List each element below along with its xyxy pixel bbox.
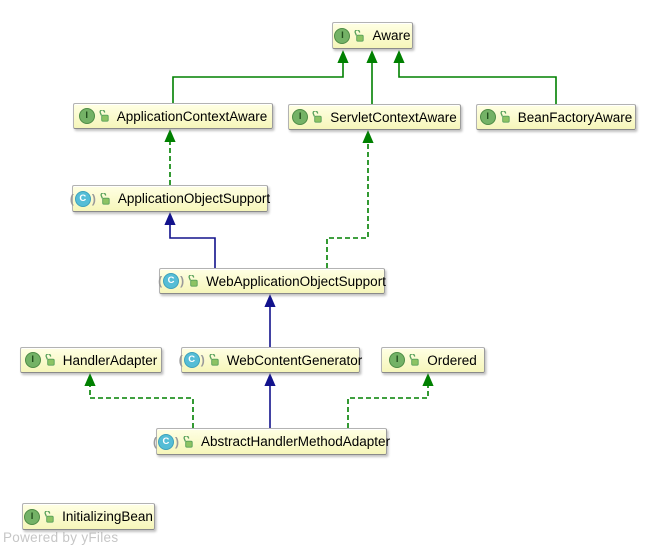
interface-icon: I [479, 109, 496, 125]
interface-icon: I [334, 27, 351, 44]
open-lock-icon [188, 275, 198, 287]
node-web-application-object-support[interactable]: (C) WebApplicationObjectSupport [158, 268, 386, 294]
open-lock-icon [354, 29, 365, 42]
node-label: ServletContextAware [330, 109, 457, 125]
open-lock-icon [500, 111, 510, 123]
node-label: WebApplicationObjectSupport [206, 273, 386, 289]
abstract-class-icon: (C) [152, 433, 179, 450]
node-label: BeanFactoryAware [517, 109, 633, 125]
arrowhead-extends-aware-left [337, 50, 349, 63]
abstract-class-icon: (C) [69, 190, 96, 207]
arrowhead-extends-applicationobjectsupport [164, 212, 176, 225]
node-bean-factory-aware[interactable]: I BeanFactoryAware [476, 104, 636, 130]
edge-applicationcontextaware-extends-aware [172, 62, 344, 103]
node-handler-adapter[interactable]: I HandlerAdapter [20, 347, 162, 373]
edge-webapplicationobjectsupport-extends-applicationobjectsupport [169, 225, 216, 268]
node-web-content-generator[interactable]: (C) WebContentGenerator [178, 347, 363, 373]
abstract-class-icon: (C) [158, 273, 185, 289]
node-abstract-handler-method-adapter[interactable]: (C) AbstractHandlerMethodAdapter [152, 428, 391, 455]
node-application-object-support[interactable]: (C) ApplicationObjectSupport [69, 185, 271, 212]
arrowhead-extends-aware-middle [366, 50, 378, 63]
node-label: AbstractHandlerMethodAdapter [200, 434, 391, 449]
open-lock-icon [45, 354, 55, 366]
edge-webapplicationobjectsupport-implements-servletcontextaware [326, 143, 369, 268]
node-aware[interactable]: I Aware [332, 22, 413, 49]
arrowhead-extends-webapplicationobjectsupport [264, 294, 276, 307]
edge-abstracthandlermethodadapter-implements-ordered [347, 386, 429, 428]
node-label: WebContentGenerator [226, 352, 363, 368]
node-label: Aware [372, 28, 411, 43]
open-lock-icon [44, 510, 54, 523]
interface-icon: I [78, 108, 95, 124]
node-label: ApplicationContextAware [116, 108, 268, 124]
interface-icon: I [389, 352, 406, 368]
node-servlet-context-aware[interactable]: I ServletContextAware [288, 104, 461, 130]
arrowhead-extends-aware-right [393, 50, 405, 63]
edge-abstracthandlermethodadapter-implements-handleradapter [89, 386, 194, 428]
open-lock-icon [409, 354, 419, 366]
edge-beanfactoryaware-extends-aware [398, 62, 557, 104]
node-label: InitializingBean [62, 509, 153, 524]
node-label: Ordered [427, 352, 477, 368]
node-application-context-aware[interactable]: I ApplicationContextAware [73, 103, 273, 129]
node-label: HandlerAdapter [62, 352, 158, 368]
arrowhead-implements-ordered [422, 373, 434, 386]
arrowhead-implements-servletcontextaware [362, 130, 374, 143]
open-lock-icon [312, 111, 322, 123]
interface-icon: I [24, 508, 41, 525]
open-lock-icon [100, 192, 110, 205]
open-lock-icon [209, 354, 219, 366]
open-lock-icon [183, 435, 193, 448]
node-ordered[interactable]: I Ordered [381, 347, 485, 373]
node-initializing-bean[interactable]: I InitializingBean [22, 503, 155, 530]
yfiles-watermark: Powered by yFiles [3, 530, 119, 545]
interface-icon: I [24, 352, 41, 368]
arrowhead-implements-applicationcontextaware [164, 129, 176, 142]
open-lock-icon [99, 110, 109, 122]
arrowhead-extends-webcontentgenerator [264, 373, 276, 386]
arrowhead-implements-handleradapter [84, 373, 96, 386]
node-label: ApplicationObjectSupport [117, 191, 271, 206]
abstract-class-icon: (C) [178, 352, 205, 368]
interface-icon: I [292, 109, 309, 125]
